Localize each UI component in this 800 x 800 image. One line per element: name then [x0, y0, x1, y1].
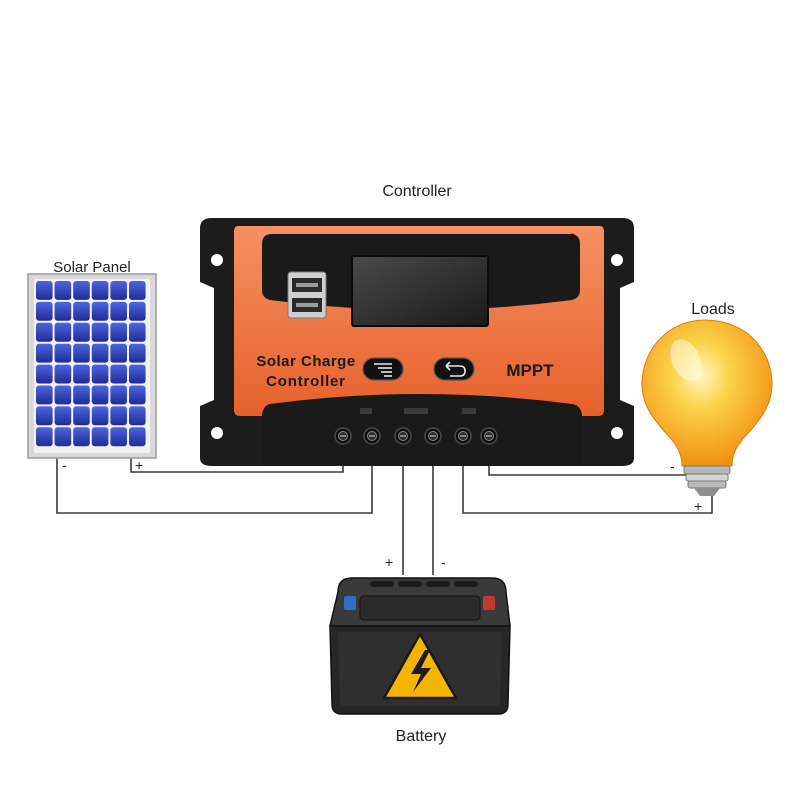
- solar-cell: [129, 406, 146, 426]
- solar-cell: [110, 427, 127, 447]
- solar-cell: [110, 364, 127, 384]
- solar-cell: [73, 406, 90, 426]
- solar-cell: [54, 427, 72, 447]
- terminal-screw: [454, 427, 472, 445]
- solar-cell: [91, 406, 109, 426]
- solar-cell: [54, 406, 72, 426]
- solar-panel: [27, 273, 157, 459]
- solar-cell: [91, 427, 109, 447]
- battery-vent-caps: [370, 581, 478, 587]
- solar-cell: [73, 281, 90, 300]
- menu-button[interactable]: [362, 357, 404, 381]
- controller-name-line1: Solar Charge: [256, 353, 355, 370]
- high-voltage-warning-icon: [382, 632, 458, 700]
- terminal-row: [334, 427, 498, 445]
- solar-panel-label: Solar Panel: [53, 259, 131, 276]
- terminal-symbols: [360, 408, 476, 414]
- solar-cell: [73, 427, 90, 447]
- solar-cell: [110, 343, 127, 363]
- solar-cell: [54, 364, 72, 384]
- terminal-screw: [363, 427, 381, 445]
- lcd-screen: [351, 255, 489, 327]
- solar-cell: [36, 427, 53, 447]
- terminal-screw: [334, 427, 352, 445]
- solar-cell: [36, 322, 53, 342]
- mppt-label: MPPT: [506, 361, 554, 380]
- solar-cell: [110, 385, 127, 405]
- panel-negative-sign: -: [62, 457, 67, 473]
- solar-cell: [54, 301, 72, 321]
- solar-cell: [129, 343, 146, 363]
- solar-panel-icon: [36, 281, 146, 447]
- battery-icon: [329, 577, 511, 715]
- solar-cell: [91, 385, 109, 405]
- battery-terminal-negative: [344, 596, 356, 610]
- solar-cell: [129, 322, 146, 342]
- return-button[interactable]: [433, 357, 475, 381]
- controller-terminal-block: [262, 394, 582, 466]
- controller-name-line2: Controller: [266, 373, 346, 390]
- status-led: [568, 233, 576, 241]
- charge-controller: Solar Charge Controller MPPT: [200, 218, 634, 466]
- solar-cell: [73, 343, 90, 363]
- solar-cell: [73, 385, 90, 405]
- solar-cell: [110, 406, 127, 426]
- solar-cell: [91, 281, 109, 300]
- return-icon: [445, 361, 466, 377]
- solar-cell: [54, 281, 72, 300]
- bulb-base: [683, 465, 731, 496]
- solar-cell: [91, 343, 109, 363]
- solar-cell: [73, 301, 90, 321]
- solar-cell: [110, 322, 127, 342]
- solar-cell: [129, 281, 146, 300]
- terminal-screw: [480, 427, 498, 445]
- mounting-holes: [211, 254, 623, 439]
- solar-cell: [36, 364, 53, 384]
- solar-cell: [73, 322, 90, 342]
- solar-cell: [36, 281, 53, 300]
- solar-cell: [73, 364, 90, 384]
- solar-cell: [91, 301, 109, 321]
- solar-cell: [54, 385, 72, 405]
- solar-cell: [129, 364, 146, 384]
- battery-terminal-positive: [483, 596, 495, 610]
- solar-cell: [129, 427, 146, 447]
- panel-negative-wire: [56, 445, 373, 514]
- solar-cell: [129, 385, 146, 405]
- bulb-glass: [641, 319, 773, 467]
- solar-cell: [36, 301, 53, 321]
- controller-label: Controller: [382, 183, 452, 200]
- solar-cell: [91, 322, 109, 342]
- panel-positive-sign: +: [135, 457, 143, 473]
- battery-positive-sign: +: [385, 554, 393, 570]
- terminal-screw: [394, 427, 412, 445]
- solar-cell: [129, 301, 146, 321]
- solar-cell: [110, 281, 127, 300]
- solar-cell: [36, 343, 53, 363]
- solar-cell: [54, 322, 72, 342]
- light-bulb-icon: [641, 319, 773, 496]
- battery-negative-sign: -: [441, 554, 446, 570]
- battery-label: Battery: [396, 728, 447, 745]
- menu-icon: [374, 363, 392, 377]
- load-positive-wire: [462, 445, 713, 514]
- load-positive-sign: +: [694, 498, 702, 514]
- terminal-screw: [424, 427, 442, 445]
- solar-cell: [36, 385, 53, 405]
- solar-cell: [54, 343, 72, 363]
- usb-port-icon: [287, 271, 327, 319]
- solar-cell: [36, 406, 53, 426]
- solar-cell: [110, 301, 127, 321]
- load-negative-sign: -: [670, 458, 675, 474]
- solar-cell: [91, 364, 109, 384]
- loads-label: Loads: [691, 301, 735, 318]
